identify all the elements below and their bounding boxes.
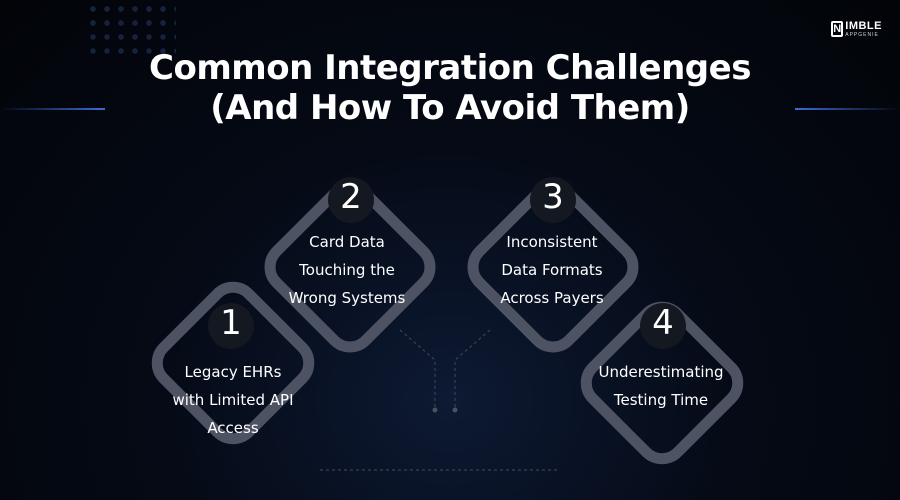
- challenge-label: Underestimating Testing Time: [598, 363, 724, 409]
- diamond-frame-2: [264, 181, 436, 353]
- title-line-2: (And How To Avoid Them): [210, 88, 690, 128]
- brand-tagline: APPGENIE: [845, 32, 879, 38]
- brand-logo: N IMBLE APPGENIE: [831, 20, 882, 38]
- challenge-number: 3: [530, 177, 576, 223]
- challenge-number: 4: [640, 303, 686, 349]
- page-title: Common Integration Challenges (And How T…: [0, 48, 900, 128]
- decorative-line-left: [0, 108, 105, 110]
- logo-n-icon: N: [831, 21, 844, 37]
- diamond-frame-1: [151, 281, 315, 445]
- brand-name: IMBLE: [845, 20, 882, 32]
- diamond-frame-4: [580, 301, 744, 465]
- challenge-label: Legacy EHRs with Limited API Access: [172, 363, 294, 437]
- challenge-label: Card Data Touching the Wrong Systems: [288, 233, 406, 307]
- title-line-1: Common Integration Challenges: [149, 48, 751, 88]
- diamond-frame-3: [467, 181, 639, 353]
- decorative-line-right: [795, 108, 900, 110]
- decorative-dot-grid: [86, 2, 176, 62]
- challenge-number: 1: [208, 303, 254, 349]
- challenge-number: 2: [328, 177, 374, 223]
- challenge-label: Inconsistent Data Formats Across Payers: [500, 233, 604, 307]
